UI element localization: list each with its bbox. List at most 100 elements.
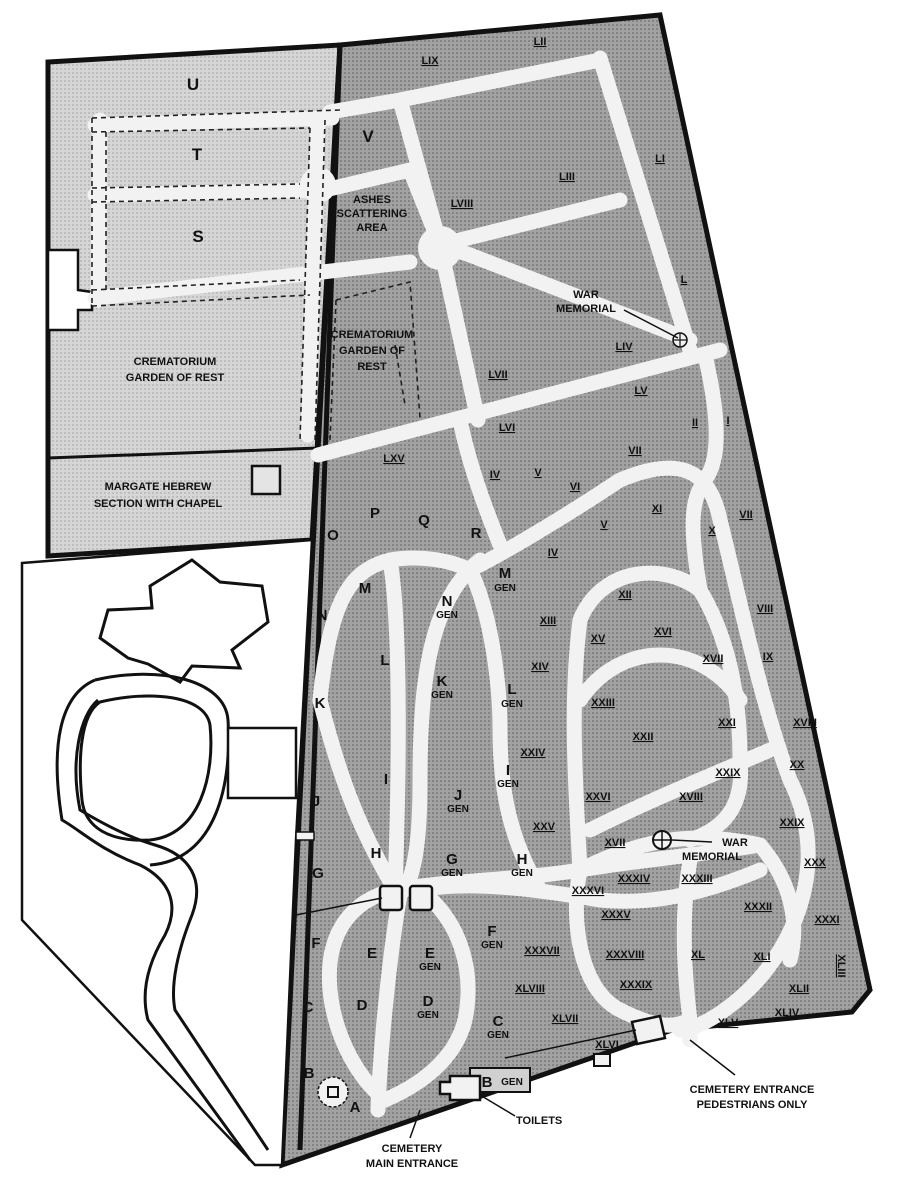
gen-k: GEN — [431, 690, 453, 701]
war-memorial-top-line1: WAR — [573, 289, 599, 301]
section-n-left: N — [317, 607, 328, 624]
pond-road-outer — [55, 678, 252, 1161]
section-xxxiii: XXXIII — [681, 873, 712, 885]
section-xiv: XIV — [531, 661, 549, 673]
section-j-left: J — [312, 793, 320, 810]
gen-e: GEN — [419, 962, 441, 973]
section-xxii: XXII — [633, 731, 654, 743]
section-l-roman: L — [681, 274, 688, 286]
section-xvii-b: XVII — [605, 837, 626, 849]
section-xliii: XLIII — [835, 954, 847, 977]
gen-f: GEN — [481, 940, 503, 951]
section-g-gen: G — [446, 851, 458, 868]
section-e-gen: E — [425, 945, 435, 962]
pointer-lines — [295, 309, 736, 1139]
section-c-gen: C — [493, 1013, 504, 1030]
hebrew-line2: SECTION WITH CHAPEL — [94, 498, 223, 510]
section-f-gen: F — [487, 923, 496, 940]
section-s: S — [192, 227, 203, 246]
section-liv: LIV — [615, 341, 633, 353]
section-xxxviii: XXXVIII — [606, 949, 645, 961]
main-entrance-line2: MAIN ENTRANCE — [366, 1158, 458, 1170]
section-xxi: XXI — [718, 717, 736, 729]
section-xlv: XLV — [718, 1017, 739, 1029]
section-xi: XI — [652, 503, 662, 515]
section-xxvi: XXVI — [585, 791, 610, 803]
section-xxxi: XXXI — [814, 914, 839, 926]
section-xxxvii: XXXVII — [524, 945, 559, 957]
gen-m: GEN — [494, 583, 516, 594]
section-b-gen: B — [482, 1074, 493, 1091]
cemetery-paths — [312, 347, 816, 1118]
section-ii: II — [692, 417, 698, 429]
section-viii: VIII — [757, 603, 774, 615]
section-j-gen: J — [454, 787, 462, 804]
section-v: V — [362, 127, 374, 146]
section-u: U — [187, 75, 199, 94]
roman-sections: LIX LII LI LIII LVIII L LIV LVII LV LVI … — [383, 36, 847, 1051]
section-xviii: XVIII — [793, 717, 817, 729]
section-iv-a: IV — [490, 469, 501, 481]
section-v-b: V — [600, 519, 608, 531]
section-t: T — [192, 145, 203, 164]
section-v-a: V — [534, 467, 542, 479]
pond-road-inner — [74, 698, 270, 1151]
section-xxxiv: XXXIV — [618, 873, 651, 885]
main-entrance-line1: CEMETERY — [382, 1143, 443, 1155]
section-vi: VI — [570, 481, 580, 493]
section-o: O — [327, 527, 339, 544]
section-liii: LIII — [559, 171, 575, 183]
section-i-roman: I — [726, 415, 729, 427]
section-vii-top: VII — [628, 445, 641, 457]
crematorium-left-line1: CREMATORIUM — [134, 356, 217, 368]
section-xiii: XIII — [540, 615, 557, 627]
section-k-gen: K — [437, 673, 448, 690]
annex-box — [226, 726, 298, 800]
crematorium-center-line3: REST — [357, 361, 387, 373]
section-lvi: LVI — [499, 422, 515, 434]
section-x: X — [708, 525, 716, 537]
hebrew-line1: MARGATE HEBREW — [105, 481, 212, 493]
section-g-left: G — [312, 865, 324, 882]
war-memorial-mid-line1: WAR — [722, 837, 748, 849]
small-shed — [593, 1053, 611, 1067]
section-xlii: XLII — [789, 983, 809, 995]
war-memorial-top-line2: MEMORIAL — [556, 303, 616, 315]
section-ix: IX — [763, 651, 774, 663]
section-q: Q — [418, 512, 430, 529]
section-xv: XV — [591, 633, 606, 645]
toilets-building — [438, 1074, 482, 1102]
gen-n: GEN — [436, 610, 458, 621]
gen-g: GEN — [441, 868, 463, 879]
ashes-line3: AREA — [356, 222, 387, 234]
ashes-line1: ASHES — [353, 194, 391, 206]
section-xx: XX — [790, 759, 805, 771]
chapel-left — [378, 884, 404, 912]
upper-paths — [87, 50, 728, 463]
section-xii: XII — [618, 589, 631, 601]
section-d-gen: D — [423, 993, 434, 1010]
section-b-left: B — [304, 1065, 315, 1082]
lower-left-area — [20, 538, 314, 1167]
grounds-divider — [297, 44, 343, 1151]
section-xlviii: XLVIII — [515, 983, 545, 995]
section-xliv: XLIV — [775, 1007, 800, 1019]
section-xxix-b: XXIX — [779, 817, 805, 829]
gen-c: GEN — [487, 1030, 509, 1041]
pedestrian-gate — [630, 1014, 667, 1046]
chapel-right — [408, 884, 434, 912]
section-xli: XLI — [753, 951, 770, 963]
gen-i: GEN — [497, 779, 519, 790]
section-xxv: XXV — [533, 821, 556, 833]
section-d-left: D — [357, 997, 368, 1014]
section-m-gen: M — [499, 565, 512, 582]
section-xxxv: XXXV — [601, 909, 631, 921]
section-xl: XL — [691, 949, 705, 961]
section-a: A — [350, 1099, 361, 1116]
section-m-left: M — [359, 580, 372, 597]
